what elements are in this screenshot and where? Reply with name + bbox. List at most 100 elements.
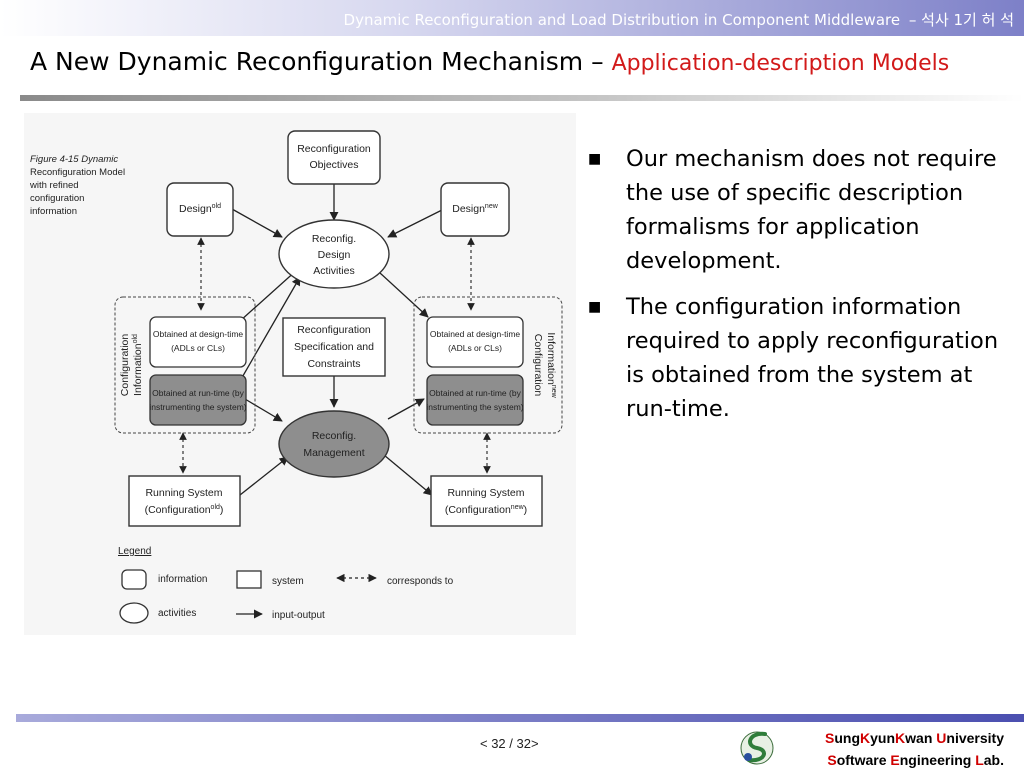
figure-diagram: Figure 4-15 Dynamic Reconfiguration Mode… xyxy=(29,130,563,624)
config-info-new-sup: new xyxy=(550,385,557,399)
config-info-new-text: Information xyxy=(545,332,557,385)
university-logo-icon xyxy=(740,731,774,765)
design-old-text: Design xyxy=(179,203,212,215)
running-new-text: (Configuration xyxy=(445,504,511,516)
running-old-box xyxy=(128,475,241,527)
corresponds-arrows xyxy=(179,237,491,474)
legend-activities-label: activities xyxy=(158,608,196,619)
bullet-square-icon: ■ xyxy=(588,299,602,315)
spec-line-3: Constraints xyxy=(307,358,360,370)
old-run-time-box xyxy=(149,374,247,426)
arrow-designnew-to-activities xyxy=(387,208,445,238)
legend-system-label: system xyxy=(272,576,304,587)
new-design-time-line-1: Obtained at design-time xyxy=(430,329,521,339)
design-activities-line-3: Activities xyxy=(313,265,354,277)
design-old-label: Designold xyxy=(179,203,221,215)
page-number: < 32 / 32> xyxy=(480,736,539,751)
design-new-sup: new xyxy=(485,203,499,210)
bullet-list: ■ Our mechanism does not require the use… xyxy=(586,142,1006,438)
figure-caption-line-5: information xyxy=(30,206,77,217)
old-design-time-line-1: Obtained at design-time xyxy=(153,329,244,339)
bullet-square-icon: ■ xyxy=(588,151,602,167)
config-info-old-text: Information xyxy=(132,343,144,396)
slide-title: A New Dynamic Reconfiguration Mechanism … xyxy=(30,47,949,76)
old-run-time-line-2: instrumenting the system) xyxy=(149,402,246,412)
legend-corresponds-label: corresponds to xyxy=(387,576,454,587)
config-info-old-sup: old xyxy=(132,334,139,343)
footer-divider xyxy=(16,714,1024,722)
figure-caption-line-3: with refined xyxy=(29,180,79,191)
design-new-box xyxy=(440,182,510,237)
arrow-runtime-to-management xyxy=(244,398,283,422)
legend-io-label: input-output xyxy=(272,610,325,621)
arrow-management-to-runtime-new xyxy=(387,398,425,420)
running-new-line-2: (Configurationnew) xyxy=(445,504,527,516)
config-info-old-label-1: Configuration xyxy=(119,334,131,397)
legend-information-label: information xyxy=(158,574,207,585)
bullet-text-2: The configuration information required t… xyxy=(626,294,999,422)
objectives-line-2: Objectives xyxy=(309,159,358,171)
running-old-line-1: Running System xyxy=(145,487,222,499)
legend-information-swatch xyxy=(121,569,147,590)
management-line-1: Reconfig. xyxy=(312,430,356,442)
running-new-sup: new xyxy=(511,504,525,511)
bullet-text-1: Our mechanism does not require the use o… xyxy=(626,146,997,274)
design-activities-ellipse xyxy=(278,219,390,289)
spec-line-1: Reconfiguration xyxy=(297,324,371,336)
figure-caption-line-2: Reconfiguration Model xyxy=(30,167,125,178)
management-ellipse xyxy=(278,410,390,478)
arrow-activities-to-designtime-new xyxy=(379,272,429,318)
university-name: SungKyunKwan University xyxy=(825,730,1004,746)
arrow-runningold-to-management xyxy=(239,456,289,496)
new-run-time-line-1: Obtained at run-time (by xyxy=(429,388,521,398)
bullet-item: ■ The configuration information required… xyxy=(586,290,1006,426)
running-old-sup: old xyxy=(211,504,220,511)
new-run-time-box xyxy=(426,374,524,426)
management-line-2: Management xyxy=(303,447,364,459)
running-old-text: (Configuration xyxy=(145,504,211,516)
design-old-sup: old xyxy=(212,203,221,210)
running-new-box xyxy=(430,475,543,527)
arrow-designtime-to-activities xyxy=(239,268,299,322)
figure-caption-line-4: configuration xyxy=(30,193,84,204)
legend-activities-swatch xyxy=(119,602,149,624)
config-info-new-label-2: Informationnew xyxy=(545,332,557,398)
config-info-old-group xyxy=(114,296,256,434)
config-info-new-label-1: Configuration xyxy=(532,334,544,397)
spec-constraints-box xyxy=(282,317,386,377)
header-author: – 석사 1기 허 석 xyxy=(908,11,1014,29)
new-design-time-line-2: (ADLs or CLs) xyxy=(448,343,502,353)
header-text: Dynamic Reconfiguration and Load Distrib… xyxy=(344,9,1014,30)
title-divider xyxy=(20,95,1024,101)
objectives-box xyxy=(287,130,381,185)
design-activities-line-2: Design xyxy=(318,249,351,261)
figure-caption-line-1: Figure 4-15 Dynamic xyxy=(30,154,118,165)
spec-line-2: Specification and xyxy=(294,341,374,353)
config-info-old-label-2: Informationold xyxy=(132,334,144,396)
reconfiguration-model-figure: Figure 4-15 Dynamic Reconfiguration Mode… xyxy=(24,113,576,635)
header-course: Dynamic Reconfiguration and Load Distrib… xyxy=(343,11,901,29)
design-new-text: Design xyxy=(452,203,485,215)
old-run-time-line-1: Obtained at run-time (by xyxy=(152,388,244,398)
running-new-line-1: Running System xyxy=(447,487,524,499)
arrow-management-to-runningnew xyxy=(383,454,433,496)
io-arrows xyxy=(231,184,445,496)
old-design-time-box xyxy=(149,316,247,368)
design-activities-line-1: Reconfig. xyxy=(312,233,356,245)
arrow-runtime-to-activities xyxy=(239,276,301,382)
bullet-item: ■ Our mechanism does not require the use… xyxy=(586,142,1006,278)
config-info-new-group xyxy=(413,296,563,434)
old-design-time-line-2: (ADLs or CLs) xyxy=(171,343,225,353)
objectives-line-1: Reconfiguration xyxy=(297,143,371,155)
new-design-time-box xyxy=(426,316,524,368)
title-main: A New Dynamic Reconfiguration Mechanism … xyxy=(30,47,604,76)
university-block: SungKyunKwan University Software Enginee… xyxy=(825,727,1004,771)
new-run-time-line-2: instrumenting the system) xyxy=(426,402,523,412)
arrow-designold-to-activities xyxy=(231,208,283,238)
lab-name: Software Engineering Lab. xyxy=(827,752,1004,768)
title-subtitle: Application-description Models xyxy=(611,51,950,76)
running-old-line-2: (Configurationold) xyxy=(145,504,224,516)
header-bar: Dynamic Reconfiguration and Load Distrib… xyxy=(0,0,1024,36)
legend-title: Legend xyxy=(118,546,151,557)
legend-system-swatch xyxy=(236,570,262,589)
